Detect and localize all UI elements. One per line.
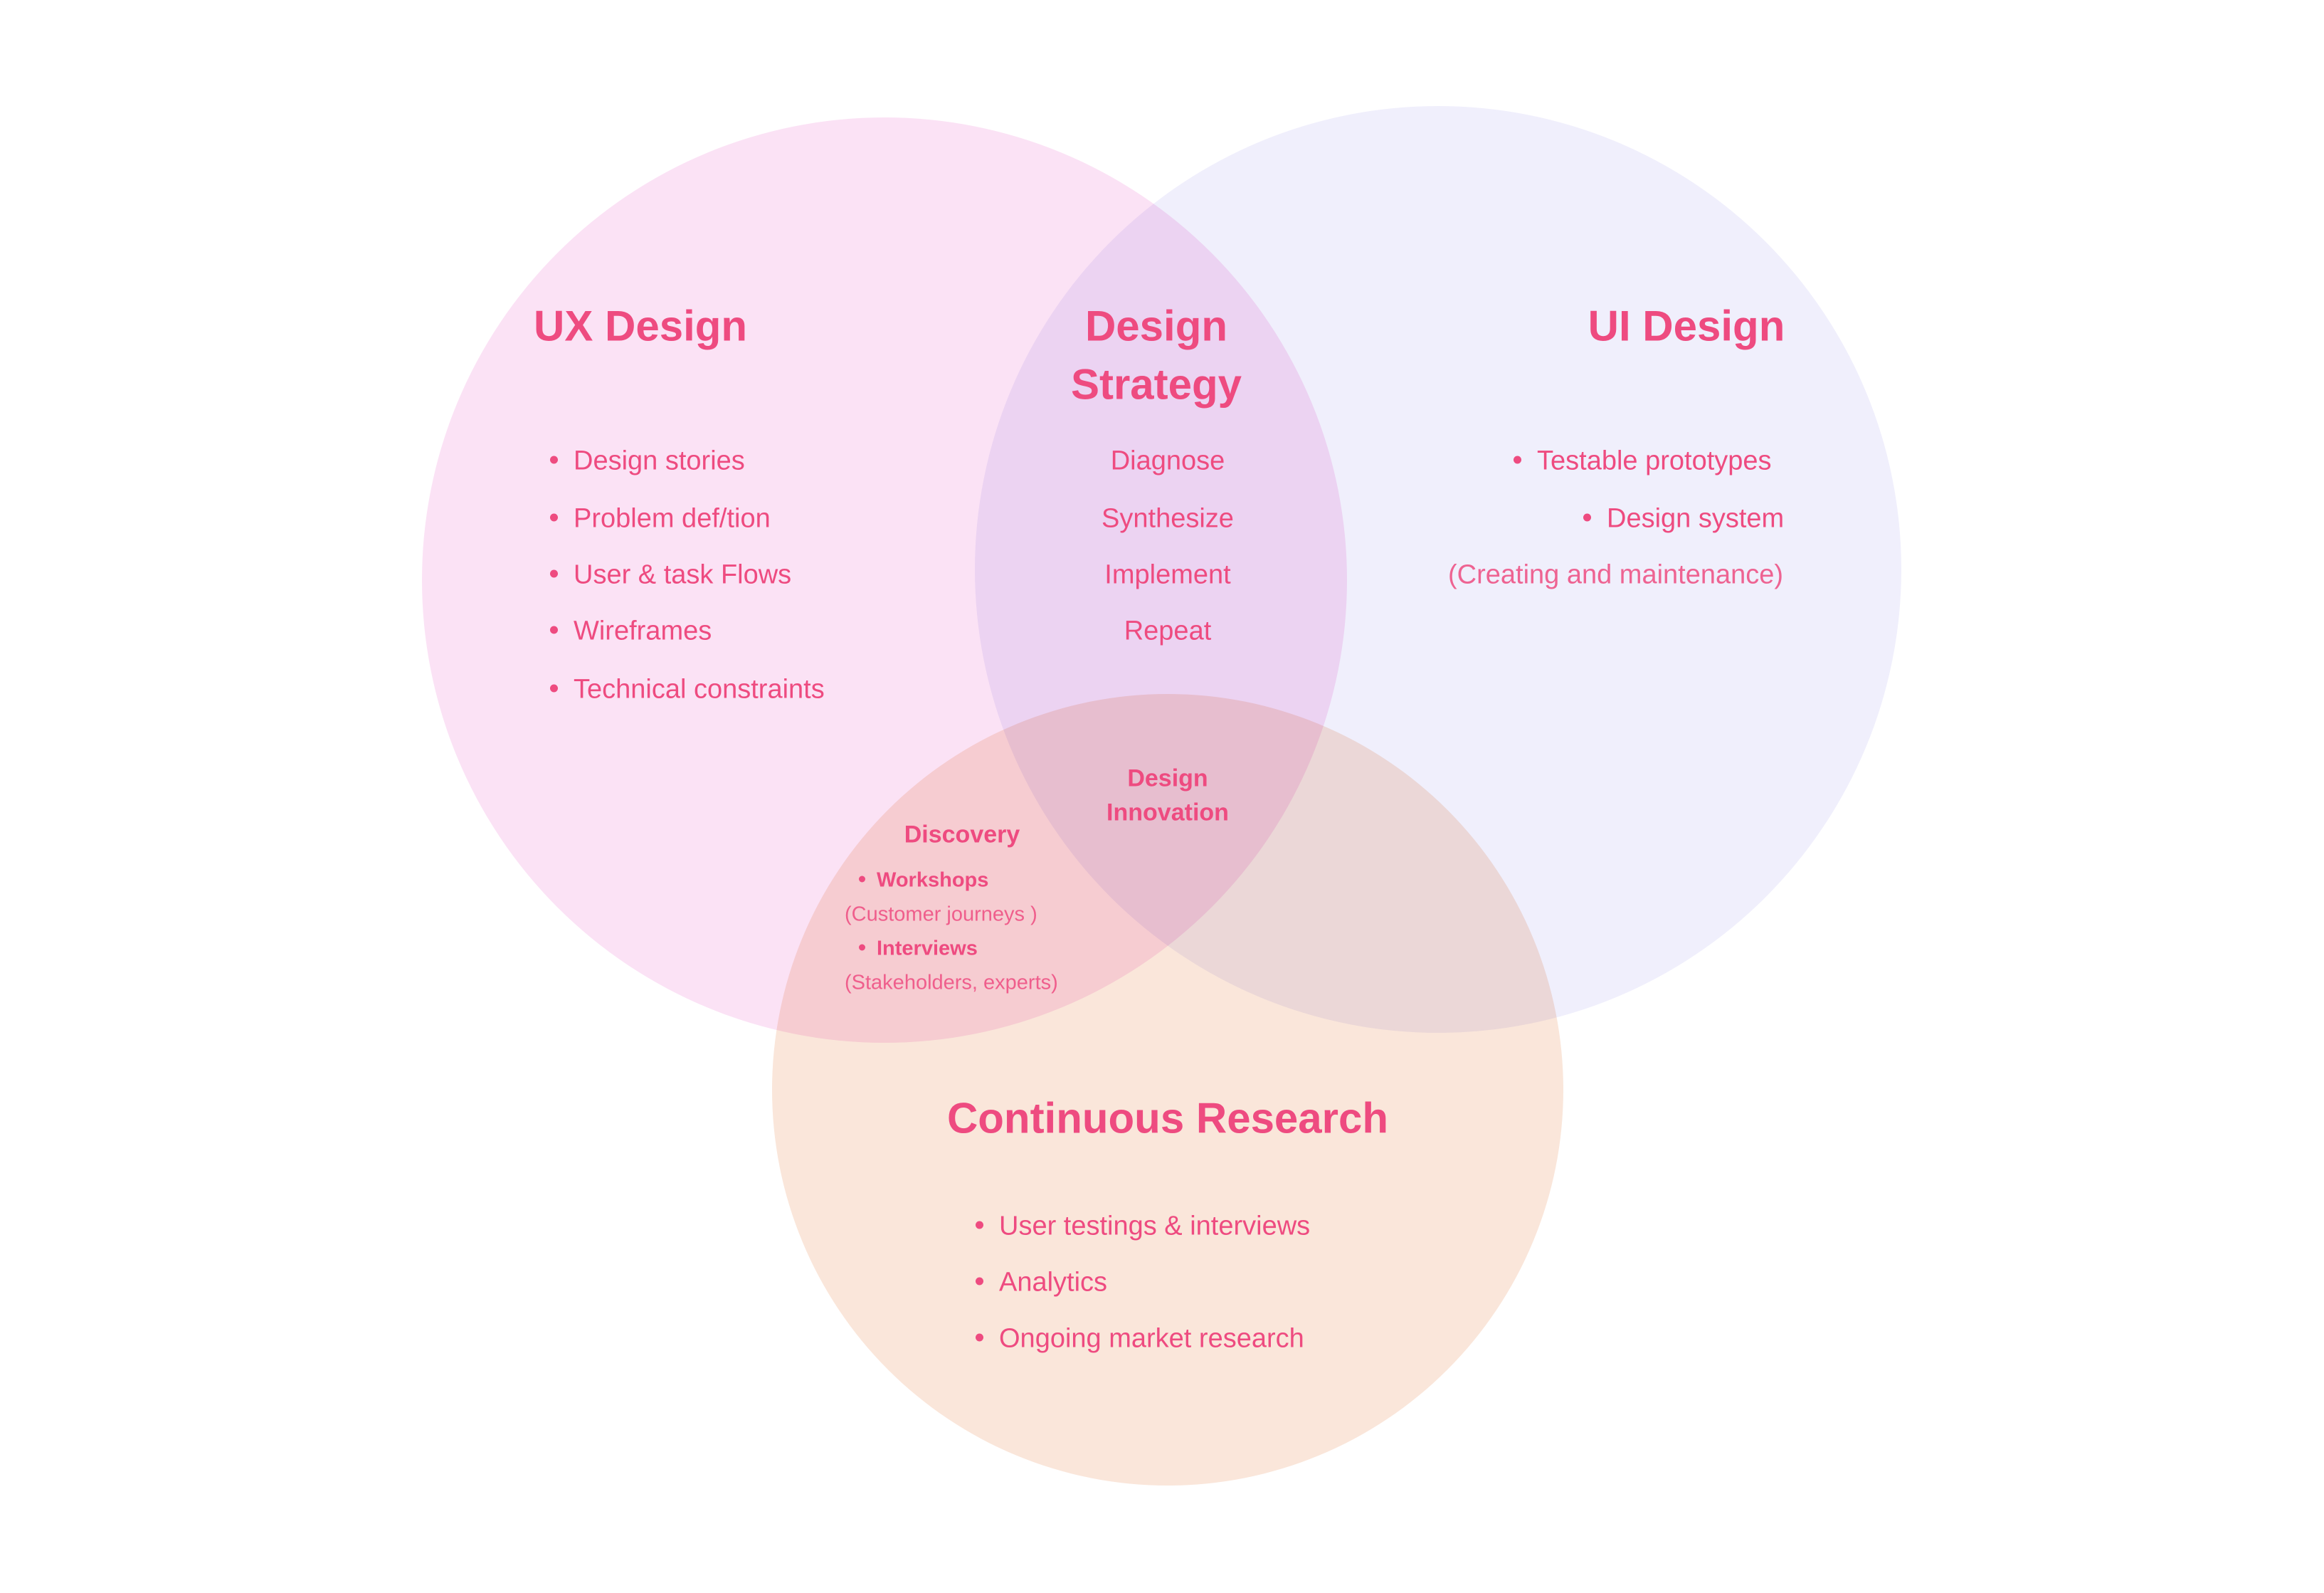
strategy-item: Synthesize bbox=[1102, 503, 1234, 534]
discovery-note: (Stakeholders, experts) bbox=[845, 971, 1058, 994]
bullet-icon bbox=[550, 684, 558, 693]
design-innovation-title-line2: Innovation bbox=[1106, 799, 1229, 826]
item-label: Problem def/tion bbox=[574, 503, 771, 534]
continuous-research-circle bbox=[772, 694, 1563, 1486]
bullet-icon bbox=[859, 944, 865, 951]
list-item: Ongoing market research bbox=[976, 1324, 1304, 1355]
list-item: Testable prototypes bbox=[1514, 446, 1772, 477]
design-innovation-title-line1: Design bbox=[1127, 764, 1208, 792]
bullet-icon bbox=[550, 626, 558, 634]
list-item: Problem def/tion bbox=[550, 504, 771, 535]
bullet-icon bbox=[1514, 456, 1521, 464]
discovery-note: (Customer journeys ) bbox=[845, 903, 1037, 926]
strategy-item: Diagnose bbox=[1110, 446, 1225, 476]
discovery-title: Discovery bbox=[904, 821, 1020, 848]
continuous-research-title: Continuous Research bbox=[946, 1094, 1389, 1142]
design-strategy-title-line1: Design bbox=[1084, 302, 1228, 350]
list-item: Technical constraints bbox=[550, 675, 825, 705]
list-item: Wireframes bbox=[550, 616, 712, 647]
bullet-icon bbox=[550, 569, 558, 578]
bullet-icon bbox=[1583, 513, 1591, 522]
item-label: Interviews bbox=[877, 937, 978, 960]
bullet-icon bbox=[550, 456, 558, 464]
item-label: User & task Flows bbox=[574, 559, 792, 590]
bullet-icon bbox=[550, 513, 558, 522]
bullet-icon bbox=[976, 1333, 983, 1342]
list-item: User & task Flows bbox=[550, 560, 791, 591]
list-item: Interviews bbox=[859, 937, 978, 961]
item-label: Testable prototypes bbox=[1537, 446, 1772, 476]
item-label: User testings & interviews bbox=[999, 1211, 1311, 1241]
bullet-icon bbox=[976, 1221, 983, 1229]
bullet-icon bbox=[859, 876, 865, 883]
list-item: Workshops bbox=[859, 869, 988, 893]
list-item: Design system bbox=[1583, 504, 1784, 535]
strategy-item: Repeat bbox=[1124, 616, 1212, 646]
list-item: User testings & interviews bbox=[976, 1211, 1310, 1242]
bullet-icon bbox=[976, 1277, 983, 1286]
item-label: Wireframes bbox=[574, 616, 712, 646]
ui-design-title: UI Design bbox=[1588, 302, 1785, 350]
item-label: Design stories bbox=[574, 446, 745, 476]
ux-design-title: UX Design bbox=[534, 302, 748, 350]
ui-note: (Creating and maintenance) bbox=[1448, 559, 1784, 590]
list-item: Analytics bbox=[976, 1268, 1107, 1298]
item-label: Ongoing market research bbox=[999, 1323, 1304, 1354]
item-label: Technical constraints bbox=[574, 674, 825, 705]
design-strategy-title-line2: Strategy bbox=[1070, 360, 1242, 409]
item-label: Design system bbox=[1607, 503, 1785, 534]
list-item: Design stories bbox=[550, 446, 745, 477]
strategy-item: Implement bbox=[1104, 559, 1231, 590]
item-label: Analytics bbox=[999, 1267, 1108, 1298]
item-label: Workshops bbox=[877, 868, 989, 892]
